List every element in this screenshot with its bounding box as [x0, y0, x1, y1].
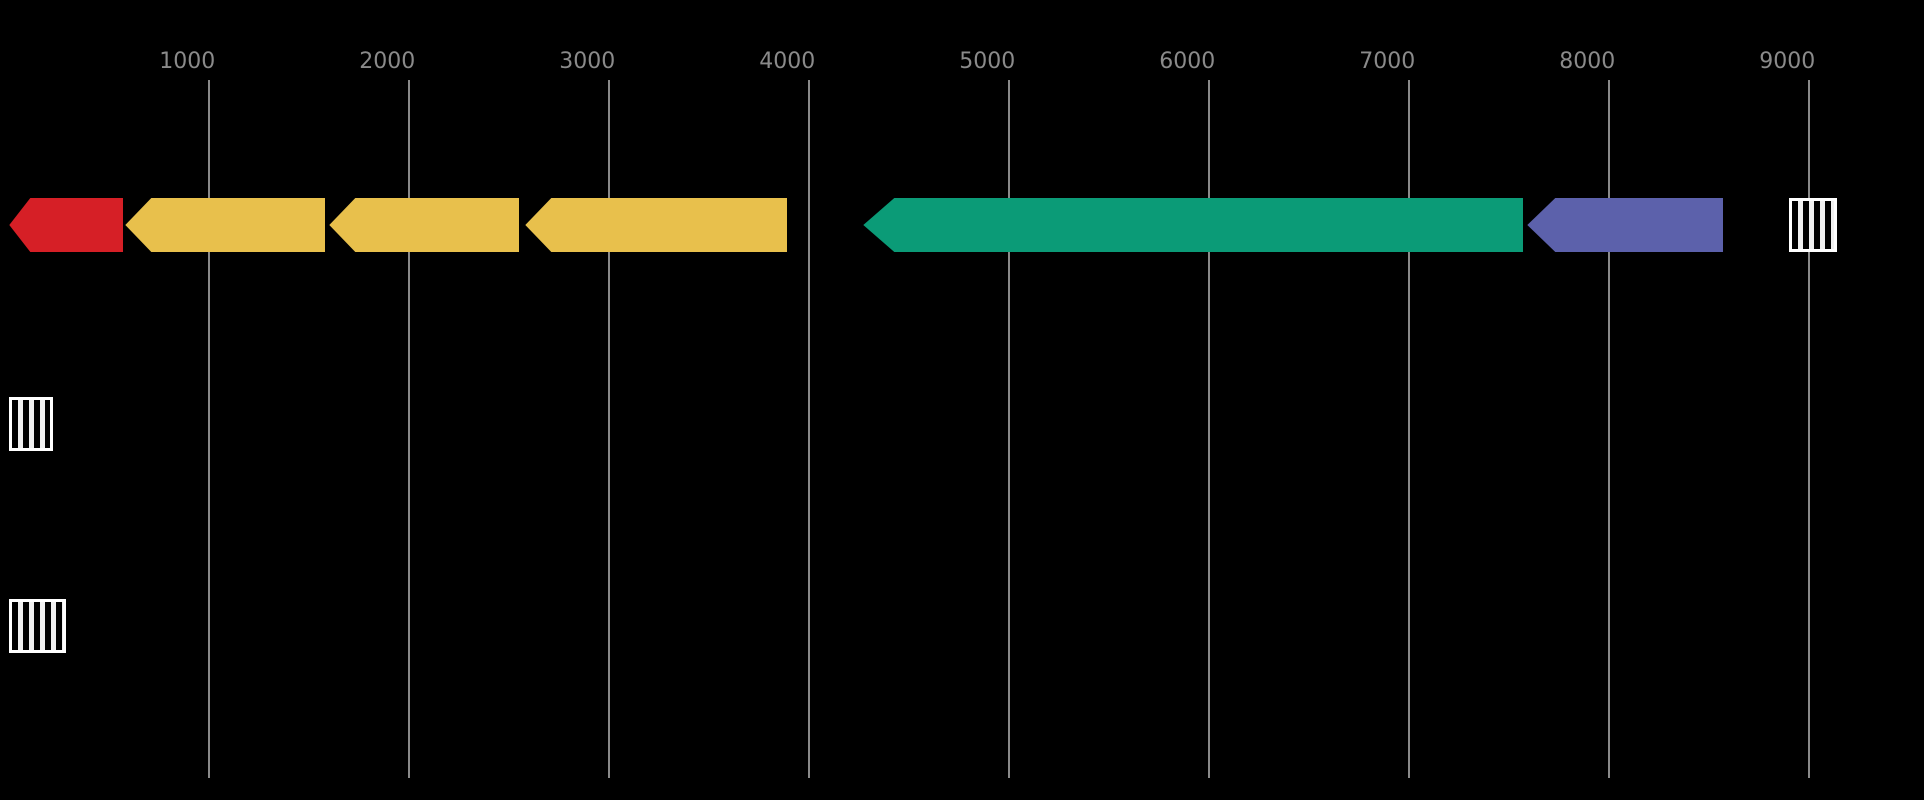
gene-arrow-feature	[525, 198, 788, 252]
gene-arrow-feature	[9, 198, 124, 252]
hatched-box-feature	[1789, 198, 1838, 252]
axis-tick-label: 6000	[1159, 49, 1216, 74]
gridline	[1008, 80, 1011, 778]
axis-tick-label: 3000	[559, 49, 616, 74]
gene-arrow-feature	[329, 198, 520, 252]
axis-tick-label: 7000	[1359, 49, 1416, 74]
gridline	[208, 80, 211, 778]
gene-arrow-feature	[863, 198, 1524, 252]
gene-arrow-feature	[125, 198, 326, 252]
axis-tick-label: 9000	[1759, 49, 1816, 74]
gridline	[608, 80, 611, 778]
axis-tick-label: 8000	[1559, 49, 1616, 74]
hatched-box-feature	[9, 599, 67, 653]
gridline	[1408, 80, 1411, 778]
gridline	[808, 80, 811, 778]
gridline	[1608, 80, 1611, 778]
axis-tick-label: 5000	[959, 49, 1016, 74]
gridline	[408, 80, 411, 778]
gridline	[1208, 80, 1211, 778]
gene-arrow-feature	[1527, 198, 1724, 252]
axis-tick-label: 2000	[359, 49, 416, 74]
hatched-box-feature	[9, 397, 54, 451]
axis-tick-label: 4000	[759, 49, 816, 74]
axis-tick-label: 1000	[159, 49, 216, 74]
gridline	[1808, 80, 1811, 778]
